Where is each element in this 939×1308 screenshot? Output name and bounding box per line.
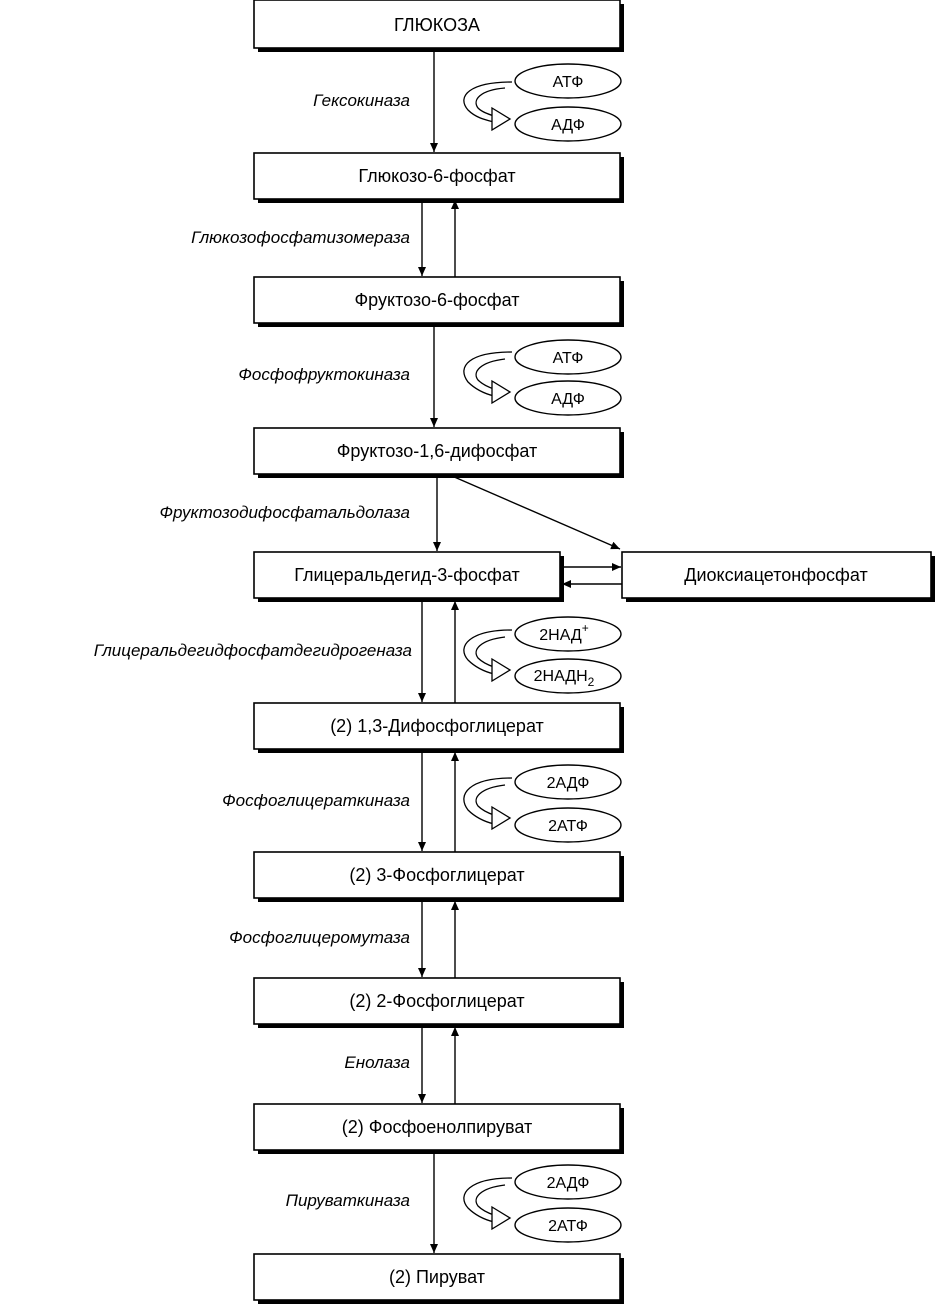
node-2-phosphoglycerate: (2) 2-Фосфоглицерат: [253, 977, 624, 1028]
node-f16bp-label: Фруктозо-1,6-дифосфат: [337, 441, 538, 461]
cofactor-group-hexokinase: АТФ АДФ: [463, 63, 622, 142]
cofactor-pgk-in: 2АДФ: [547, 775, 590, 792]
enzyme-aldolase: Фруктозодифосфатальдолаза: [160, 503, 410, 522]
cofactor-pk-out: 2АТФ: [548, 1218, 588, 1235]
cofactor-pfk-in: АТФ: [553, 350, 584, 367]
enzyme-pyruvate-kinase: Пируваткиназа: [286, 1191, 410, 1210]
enzyme-gapdh: Глицеральдегидфосфатдегидрогеназа: [94, 641, 412, 660]
enzyme-glucose-phosphate-isomerase: Глюкозофосфатизомераза: [191, 228, 410, 247]
cofactor-hexokinase-out: АДФ: [551, 117, 585, 134]
enzyme-phosphoglycerate-kinase: Фосфоглицераткиназа: [222, 791, 410, 810]
node-1-3-bisphosphoglycerate: (2) 1,3-Дифосфоглицерат: [253, 702, 624, 753]
node-glyceraldehyde-3-phosphate: Глицеральдегид-3-фосфат: [253, 551, 564, 602]
node-pg2-label: (2) 2-Фосфоглицерат: [349, 991, 524, 1011]
arrow-f16bp-to-dhap: [451, 475, 621, 550]
enzyme-phosphoglycerate-mutase: Фосфоглицеромутаза: [229, 928, 410, 947]
node-glucose-label: ГЛЮКОЗА: [394, 15, 480, 35]
cofactor-gapdh-in: 2НАД+: [539, 621, 589, 644]
cofactor-group-gapdh: 2НАД+ 2НАДН2: [463, 616, 622, 694]
cofactor-gapdh-in-sup: +: [582, 621, 589, 635]
node-3-phosphoglycerate: (2) 3-Фосфоглицерат: [253, 851, 624, 902]
cofactor-gapdh-out-sub: 2: [588, 675, 595, 689]
enzyme-hexokinase: Гексокиназа: [313, 91, 410, 110]
node-glucose-6-phosphate: Глюкозо-6-фосфат: [253, 152, 624, 203]
cofactor-pfk-out: АДФ: [551, 391, 585, 408]
enzyme-enolase: Енолаза: [344, 1053, 410, 1072]
node-bpg13-label: (2) 1,3-Дифосфоглицерат: [330, 716, 544, 736]
node-pep-label: (2) Фосфоенолпируват: [342, 1117, 532, 1137]
node-fructose-1-6-bisphosphate: Фруктозо-1,6-дифосфат: [253, 427, 624, 478]
cofactor-gapdh-out-text: 2НАДН: [534, 668, 588, 685]
enzyme-phosphofructokinase: Фосфофруктокиназа: [238, 365, 410, 384]
node-glucose: ГЛЮКОЗА: [253, 0, 624, 52]
node-phosphoenolpyruvate: (2) Фосфоенолпируват: [253, 1103, 624, 1154]
cofactor-pk-in: 2АДФ: [547, 1175, 590, 1192]
node-dihydroxyacetone-phosphate: Диоксиацетонфосфат: [621, 551, 935, 602]
node-gap-label: Глицеральдегид-3-фосфат: [294, 565, 519, 585]
cofactor-hexokinase-in: АТФ: [553, 74, 584, 91]
node-dhap-label: Диоксиацетонфосфат: [684, 565, 867, 585]
node-pg3-label: (2) 3-Фосфоглицерат: [349, 865, 524, 885]
cofactor-gapdh-in-text: 2НАД: [539, 627, 582, 644]
node-pyruvate: (2) Пируват: [253, 1253, 624, 1304]
cofactor-gapdh-out: 2НАДН2: [534, 668, 595, 689]
cofactor-group-pfk: АТФ АДФ: [463, 339, 622, 416]
cofactor-pgk-out: 2АТФ: [548, 818, 588, 835]
node-g6p-label: Глюкозо-6-фосфат: [358, 166, 515, 186]
node-f6p-label: Фруктозо-6-фосфат: [355, 290, 520, 310]
node-pyruvate-label: (2) Пируват: [389, 1267, 485, 1287]
node-fructose-6-phosphate: Фруктозо-6-фосфат: [253, 276, 624, 327]
cofactor-group-pk: 2АДФ 2АТФ: [463, 1164, 622, 1243]
cofactor-group-pgk: 2АДФ 2АТФ: [463, 764, 622, 843]
